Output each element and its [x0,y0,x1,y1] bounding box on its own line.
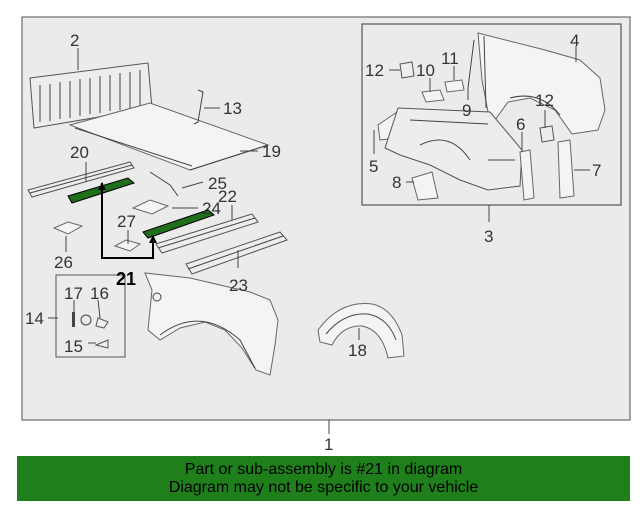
info-banner: Part or sub-assembly is #21 in diagram D… [17,456,630,501]
part-24-plate[interactable] [131,199,170,215]
banner-line-1: Part or sub-assembly is #21 in diagram [184,460,463,478]
label-24: 24 [202,199,221,218]
label-20: 20 [70,143,89,162]
label-12a: 12 [365,61,384,80]
label-6: 6 [516,115,525,134]
part-12a-clip[interactable] [399,61,415,79]
leader-lines [48,46,590,434]
label-15: 15 [64,337,83,356]
part-7-brace[interactable] [557,139,575,199]
label-19: 19 [262,142,281,161]
part-10-bracket[interactable] [421,89,445,103]
label-17: 17 [64,284,83,303]
label-2: 2 [70,31,79,50]
part-9-brace[interactable] [467,39,475,89]
subassembly-14-frame [55,274,126,358]
label-26: 26 [54,253,73,272]
part-8-bracket[interactable] [411,171,439,201]
part-25-bracket[interactable] [149,171,179,197]
label-5: 5 [369,157,378,176]
part-19-bed-floor[interactable] [68,102,270,171]
part-23-sill[interactable] [185,231,288,275]
label-11: 11 [441,49,459,68]
label-9: 9 [462,101,471,120]
part-13-rod[interactable] [193,89,204,125]
label-1: 1 [324,435,333,454]
label-27: 27 [117,212,136,231]
part-27-plate[interactable] [113,239,142,252]
part-21-leader [101,183,154,259]
part-21-rail-rear[interactable] [142,209,215,239]
banner-line-2: Diagram may not be specific to your vehi… [168,478,479,496]
part-18-wheelhouse-liner[interactable] [317,303,405,359]
part-14-hardware[interactable] [72,312,109,349]
part-11-bracket[interactable] [444,79,465,93]
label-10: 10 [416,61,435,80]
callout-labels: 2 13 19 20 25 22 24 27 26 21 23 14 17 16… [25,31,601,454]
label-16: 16 [90,284,109,303]
label-14: 14 [25,309,44,328]
part-26-bracket[interactable] [52,221,84,235]
part-6-brace[interactable] [519,149,535,201]
label-18: 18 [348,341,367,360]
part-20-crossmember[interactable] [27,161,135,198]
part-3-inner-box[interactable] [384,107,523,191]
label-21: 21 [116,269,136,289]
label-8: 8 [392,173,401,192]
label-13: 13 [223,99,242,118]
part-22-sill[interactable] [155,213,259,254]
label-7: 7 [592,161,601,180]
part-1-box-side[interactable] [144,272,279,376]
label-23: 23 [229,276,248,295]
label-12b: 12 [535,91,554,110]
label-4: 4 [570,31,579,50]
part-12b-clip[interactable] [539,125,555,143]
label-3: 3 [484,227,493,246]
label-25: 25 [208,174,227,193]
label-22: 22 [218,187,237,206]
